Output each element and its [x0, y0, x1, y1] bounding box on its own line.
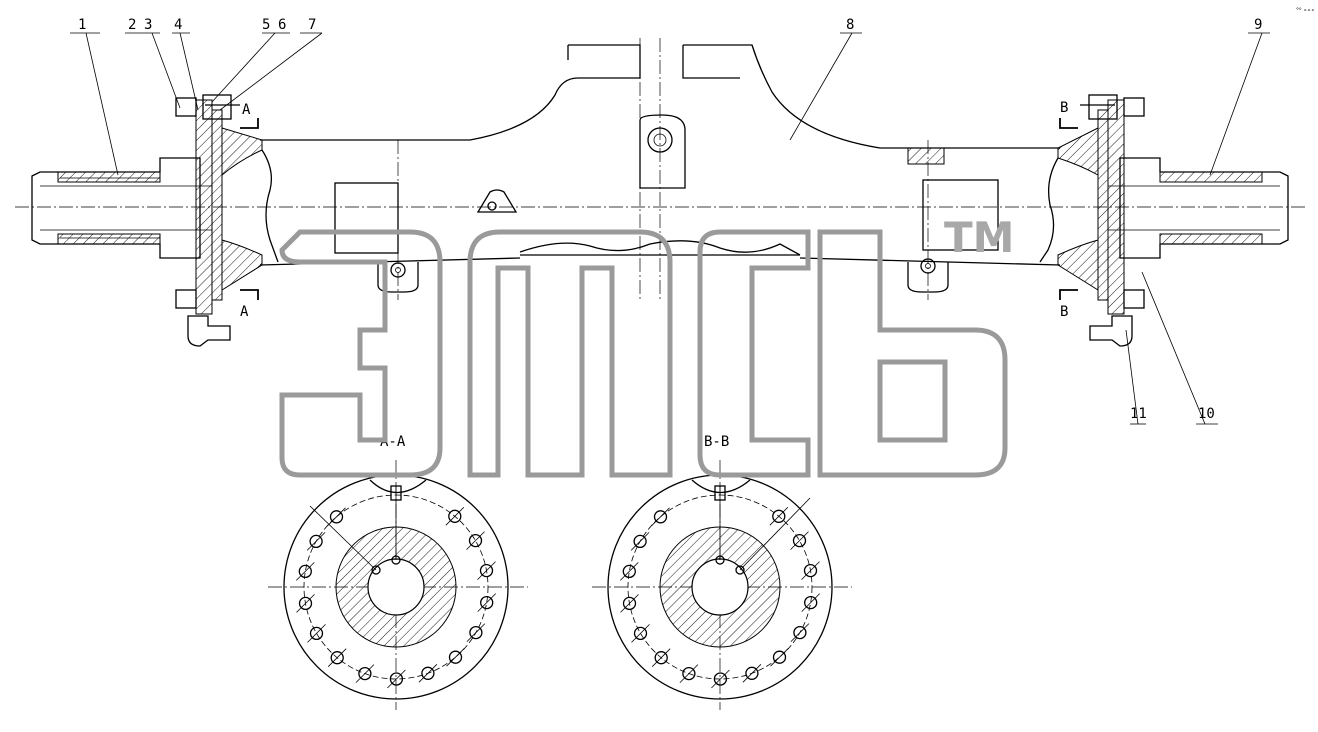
section-mark-b-top: B — [1060, 100, 1068, 116]
bolt-hole-mark — [355, 664, 375, 683]
bolt-hole — [792, 533, 807, 548]
section-cut-marks — [240, 118, 1078, 300]
bolt-holes — [296, 507, 820, 689]
bolt-hole-mark — [296, 562, 315, 581]
bolt-hole — [448, 650, 463, 664]
callout-5: 5 — [262, 17, 270, 33]
bolt-hole-mark — [446, 647, 465, 667]
bolt-hole — [479, 563, 494, 578]
bolt-hole-mark — [801, 593, 820, 612]
bolt-hole — [803, 563, 818, 578]
bolt-hole — [298, 596, 313, 611]
bolt-hole — [633, 626, 648, 641]
callout-1: 1 — [78, 17, 86, 33]
bolt-hole-mark — [630, 532, 650, 551]
section-view-b-b — [592, 460, 852, 710]
bolt-hole — [309, 626, 324, 641]
bolt-hole — [421, 666, 435, 680]
bolt-hole — [633, 534, 647, 549]
bolt-hole — [298, 564, 312, 579]
bolt-hole — [772, 650, 787, 664]
callout-2: 2 — [128, 17, 136, 33]
callout-8: 8 — [846, 17, 854, 33]
bolt-hole-mark — [742, 664, 762, 683]
section-mark-b-bottom: B — [1060, 304, 1068, 320]
callout-leaders — [70, 32, 1270, 425]
bolt-hole — [468, 533, 483, 548]
bolt-hole-mark — [327, 507, 346, 527]
section-mark-a-bottom: A — [240, 304, 249, 320]
bolt-hole-mark — [620, 594, 639, 613]
bolt-hole — [653, 510, 668, 524]
right-hub-assembly — [1057, 94, 1289, 347]
bolt-hole-mark — [790, 531, 809, 550]
bolt-hole-mark — [790, 623, 810, 642]
bolt-hole — [654, 651, 668, 665]
callout-7: 7 — [308, 17, 316, 33]
callout-10: 10 — [1198, 406, 1215, 422]
bolt-hole — [330, 651, 344, 665]
bolt-hole-mark — [679, 664, 699, 683]
corner-mark: °⁰ ∘∘∘ — [1296, 7, 1315, 14]
bolt-hole — [682, 666, 696, 681]
bolt-hole — [389, 672, 404, 686]
callout-11: 11 — [1130, 406, 1147, 422]
bolt-hole — [713, 672, 728, 686]
left-hub-assembly — [31, 94, 263, 347]
section-mark-a-top: A — [242, 102, 251, 118]
bolt-hole-mark — [651, 648, 671, 667]
callout-9: 9 — [1254, 17, 1262, 33]
bolt-hole-mark — [631, 624, 650, 643]
bolt-hole — [804, 595, 818, 610]
section-title-b-b: B-B — [704, 434, 729, 450]
callout-6: 6 — [278, 17, 286, 33]
callout-4: 4 — [174, 17, 182, 33]
bolt-hole — [793, 625, 807, 640]
bolt-hole-mark — [801, 561, 820, 580]
bolt-hole-mark — [418, 664, 438, 683]
bolt-hole — [469, 625, 483, 640]
bolt-hole-mark — [387, 669, 406, 689]
bolt-hole-mark — [466, 531, 485, 550]
bolt-hole — [358, 666, 372, 681]
bolt-hole-mark — [445, 507, 465, 526]
bolt-hole-mark — [327, 648, 347, 667]
bolt-hole-mark — [651, 507, 670, 527]
bolt-hole-mark — [466, 623, 486, 642]
bolt-hole-mark — [477, 593, 496, 612]
watermark-logo — [279, 229, 1008, 478]
bolt-hole — [622, 596, 637, 611]
bolt-hole-mark — [620, 562, 639, 581]
callout-3: 3 — [144, 17, 152, 33]
bolt-hole-mark — [306, 532, 326, 551]
bolt-hole — [745, 666, 759, 680]
bolt-hole-mark — [769, 507, 789, 526]
bolt-hole-mark — [711, 669, 730, 689]
watermark-trademark: TM — [944, 213, 1014, 262]
bolt-hole — [329, 510, 344, 524]
bolt-hole — [480, 595, 494, 610]
axle-housing — [259, 44, 1061, 293]
section-view-a-a — [268, 460, 528, 710]
bolt-hole — [309, 534, 323, 549]
bolt-hole-mark — [296, 594, 315, 613]
bolt-hole-mark — [477, 561, 496, 580]
bolt-hole — [448, 509, 462, 523]
bolt-hole — [622, 564, 636, 579]
bolt-hole — [772, 509, 786, 523]
bolt-hole-mark — [770, 647, 789, 667]
bolt-hole-mark — [307, 624, 326, 643]
